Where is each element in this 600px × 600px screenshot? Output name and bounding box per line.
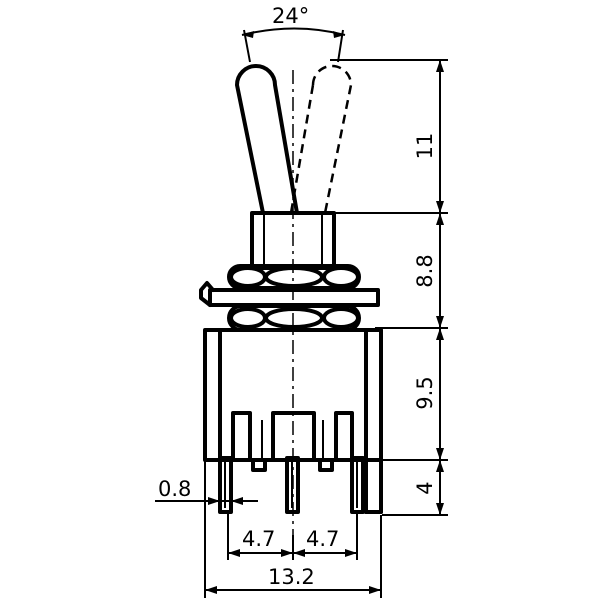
pin-width-dimension: 0.8 <box>155 477 258 505</box>
dim-pin-length: 4 <box>413 481 437 494</box>
dim-total-width: 13.2 <box>268 565 315 589</box>
angle-label: 24° <box>272 4 309 28</box>
angle-dimension: 24° <box>241 4 346 63</box>
dim-body-height: 9.5 <box>413 376 437 409</box>
toggle-lever-dashed <box>289 64 353 215</box>
dim-pin-pitch-right: 4.7 <box>306 527 339 551</box>
total-width-dimension: 13.2 <box>204 460 382 598</box>
dim-pin-width: 0.8 <box>158 477 191 501</box>
toggle-lever-solid <box>235 64 299 215</box>
dim-lever-length: 11 <box>413 133 437 160</box>
lower-hex-nut <box>227 304 361 332</box>
pin-pitch-dimension: 4.7 4.7 <box>227 512 358 560</box>
vertical-dimensions: 11 8.8 9.5 4 <box>330 59 448 516</box>
upper-hex-nut <box>227 264 361 290</box>
dim-bushing-height: 8.8 <box>413 254 437 287</box>
dim-pin-pitch-left: 4.7 <box>242 527 275 551</box>
